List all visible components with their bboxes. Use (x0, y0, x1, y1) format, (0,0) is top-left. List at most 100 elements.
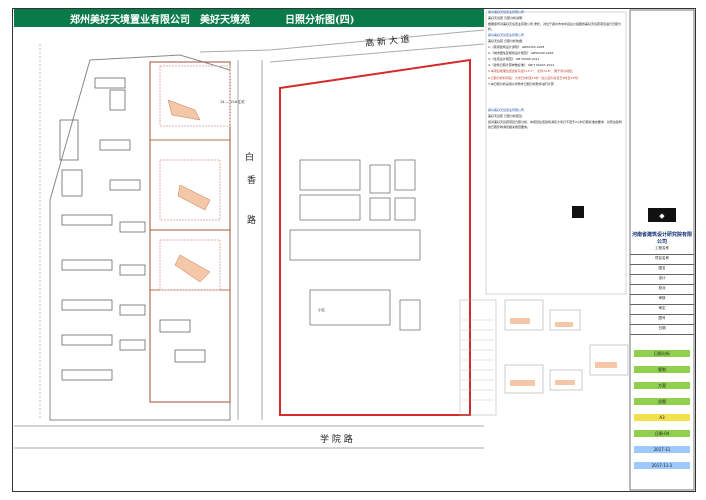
center-logo (572, 206, 584, 218)
notes-item: 6.日照分析时间段：大寒日9时至15时（幼儿园为冬至日9时至15时） (488, 75, 581, 80)
building (299, 194, 361, 221)
building (119, 264, 146, 276)
thumbnail (589, 344, 629, 376)
building (119, 339, 146, 351)
notes-item: 4.《建筑日照计算参数标准》 GB/T 50947-2014 (488, 63, 555, 68)
west-buildings (59, 77, 206, 381)
notes-item: 7.本日照分析采用众智软件日照分析软件进行计算 (488, 81, 554, 86)
tb-row: 审核 (630, 296, 694, 305)
building (174, 349, 206, 363)
notes-item: 2.《城市居住区规划设计规范》 GB50180-2016 (488, 51, 554, 56)
title-bar (14, 9, 484, 27)
notes-sec2-sub: 美好天境苑 日照分析依据: (488, 38, 523, 43)
building (99, 139, 131, 151)
middle-road-label: 香 路 (245, 175, 255, 238)
title-block-chip: 日照分析 (634, 350, 690, 357)
building (109, 179, 141, 191)
notes-sec1-title: 郑州美好天境置业有限公司 (488, 10, 525, 14)
title-block-chip: 2017-11-1 (634, 462, 690, 469)
building (109, 89, 126, 111)
thumbnail (549, 369, 583, 391)
west-site-outline (49, 54, 231, 421)
title-block-chip: A3 (634, 414, 690, 421)
building (61, 299, 113, 311)
tb-row: 工程名称 (630, 246, 694, 255)
title-block-chip: 规划 (634, 366, 690, 373)
building (289, 229, 421, 261)
north-road-edge-1 (199, 29, 485, 53)
notes-panel: 郑州美好天境置业有限公司 美好天境苑 日照分析说明: 根据贵司对美好天境置业有限… (488, 10, 622, 300)
red-cell-1 (159, 65, 231, 127)
tb-row: 项目名称 (630, 256, 694, 265)
notes-item: 3.《住宅设计规范》 GB 50096-2011 (488, 57, 540, 62)
shadow-hatch (174, 254, 211, 283)
notes-box (485, 11, 627, 295)
building (94, 77, 126, 89)
notes-item: 1.《民用建筑设计通则》 GB50352-2005 (488, 45, 545, 50)
thumbnail (504, 299, 544, 331)
drawing-frame (12, 8, 696, 492)
building (394, 197, 416, 221)
title-block-chip: 方案 (634, 382, 690, 389)
study-area-mid (149, 139, 231, 231)
red-cell-3 (159, 239, 221, 291)
tb-row: 审定 (630, 306, 694, 315)
legend-box (459, 299, 497, 416)
tb-row: 图名 (630, 266, 694, 275)
building (299, 159, 361, 191)
title-block-chip: 总图 (634, 398, 690, 405)
title-block-chip: 2017-11 (634, 446, 690, 453)
notes-item: 5.本项目地理位置坐标东经113.7°，北纬34.8°，属于寒冷地区。 (488, 69, 576, 74)
building (369, 164, 391, 194)
building (119, 304, 146, 316)
legend-lines (462, 319, 494, 401)
study-area-low (149, 229, 231, 291)
building (309, 289, 391, 326)
north-area-label: 14 — 15#住宅 (220, 100, 245, 104)
company-logo (648, 208, 676, 222)
red-cell-2 (159, 159, 221, 221)
drawing-title: 日照分析图(四) (285, 15, 355, 26)
building (394, 159, 416, 191)
building (61, 259, 113, 271)
building (369, 197, 391, 221)
shadow-hatches (167, 99, 211, 283)
building (119, 221, 146, 233)
thumbnail (549, 309, 581, 331)
title-block-border (629, 9, 695, 491)
notes-sec1-sub: 美好天境苑 日照分析说明: (488, 16, 523, 21)
building (61, 169, 83, 197)
middle-road-char: 白 (245, 153, 255, 163)
tb-row: 日期 (630, 326, 694, 335)
notes-sec3-sub: 美好天境苑 日照分析结论: (488, 113, 523, 118)
building (61, 334, 113, 346)
tb-row: 校对 (630, 286, 694, 295)
tb-row: 设计 (630, 276, 694, 285)
shadow-hatch (167, 99, 201, 121)
building (159, 319, 191, 333)
building (399, 299, 421, 331)
south-road-label: 学 院 路 (320, 435, 353, 445)
project-title: 美好天境苑 (200, 15, 250, 26)
building (61, 214, 113, 226)
building (61, 369, 113, 381)
shadow-hatch (177, 184, 211, 211)
tb-row: 图号 (630, 316, 694, 325)
notes-sec3-body: 经对美好天境苑项目日照分析，本项目住宅建筑满足大寒日不低于2小时日照标准的要求，… (488, 119, 622, 129)
building (59, 119, 79, 161)
north-road-edge-2 (269, 43, 485, 63)
notes-sec2-title: 郑州美好天境置业有限公司 (488, 32, 525, 37)
title-block-chip: 日照-04 (634, 430, 690, 437)
title-block-company: 河南省建筑设计研究院有限公司 (632, 232, 693, 245)
block-label: 小区 (318, 308, 325, 312)
thumbnails (504, 299, 629, 394)
east-buildings (289, 159, 421, 331)
thumbnail (504, 364, 544, 394)
east-site-boundary (279, 58, 471, 416)
title-block: 河南省建筑设计研究院有限公司 工程名称 项目名称 图名 设计 校对 审核 审定 … (630, 10, 694, 490)
svg-text:◆: ◆ (659, 212, 665, 220)
notes-sec1-body: 根据贵司对美好天境置业有限公司 委托，对位于郑州市中牟县白沙组团的美好天境苑项目… (488, 22, 621, 31)
company-title: 郑州美好天境置业有限公司 (70, 15, 190, 26)
notes-sec3-title: 郑州美好天境置业有限公司 (488, 107, 525, 112)
